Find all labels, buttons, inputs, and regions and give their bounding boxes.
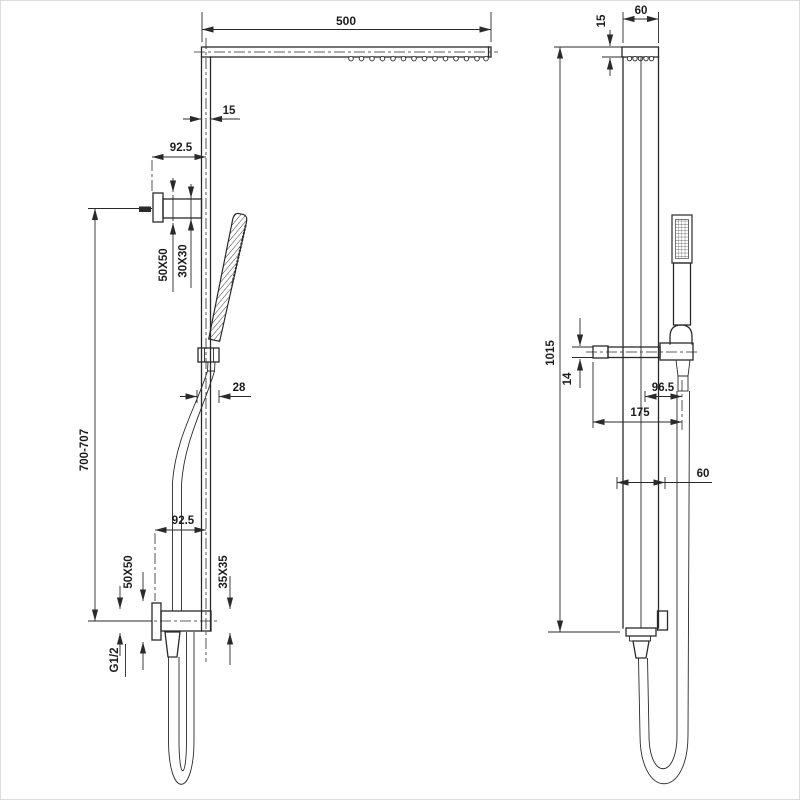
dim-arm-profile-top: 30X30 bbox=[178, 184, 195, 288]
side-view: 60 15 1015 14 bbox=[545, 5, 712, 785]
dim-arm-profile-bottom: 35X35 bbox=[218, 555, 234, 665]
dim-arm-length: 500 bbox=[201, 12, 492, 42]
dim-flange-bottom: 50X50 bbox=[123, 555, 147, 670]
side-spray-face bbox=[675, 219, 689, 259]
dim-total-height: 1015 bbox=[545, 46, 622, 633]
dim-offset-bottom: 92.5 bbox=[154, 515, 206, 601]
side-bracket bbox=[586, 342, 700, 361]
hand-shower bbox=[207, 212, 248, 343]
shower-hose-front bbox=[168, 370, 215, 785]
dim-flange-top: 50X50 bbox=[158, 178, 177, 292]
handle-connector bbox=[207, 361, 216, 372]
dim-holder-width: 28 bbox=[180, 382, 251, 403]
dim-rail-width: 15 bbox=[183, 105, 240, 125]
dim-label-offset-bottom: 92.5 bbox=[172, 515, 195, 527]
side-holder bbox=[659, 342, 694, 361]
shower-rail bbox=[200, 56, 212, 632]
dim-bracket-thickness: 14 bbox=[562, 318, 593, 388]
dim-label-thread: G1/2 bbox=[109, 648, 121, 673]
dim-label-bracket-depth: 175 bbox=[630, 407, 650, 419]
dim-label-hose-offset: 60 bbox=[697, 468, 710, 480]
dim-label-mount-height: 700-707 bbox=[79, 429, 91, 471]
top-wall-bracket bbox=[139, 192, 203, 223]
spray-nozzles bbox=[348, 55, 489, 62]
side-hand-shower bbox=[669, 214, 693, 392]
side-rail bbox=[622, 56, 669, 659]
dim-label-arm-length: 500 bbox=[336, 14, 356, 28]
dim-mount-height: 700-707 bbox=[79, 208, 152, 622]
dim-head-thickness: 15 bbox=[596, 14, 622, 76]
hose-connector-cone bbox=[164, 631, 181, 658]
dim-label-holder-width: 28 bbox=[233, 382, 246, 394]
dim-label-arm-profile-bottom: 35X35 bbox=[218, 555, 230, 589]
side-hose-cone bbox=[632, 640, 650, 659]
mounting-screw bbox=[139, 206, 151, 212]
dim-hose-offset: 60 bbox=[616, 468, 712, 489]
dim-bracket-depth: 175 bbox=[592, 362, 682, 428]
overhead-shower-arm bbox=[200, 46, 492, 58]
rail-bottom-cap bbox=[625, 627, 657, 637]
dim-label-rail-width: 15 bbox=[223, 105, 236, 117]
dim-label-flange-top: 50X50 bbox=[158, 248, 170, 281]
dim-offset-top: 92.5 bbox=[151, 142, 206, 192]
side-hose-clip bbox=[656, 610, 669, 631]
dim-label-head-thickness: 15 bbox=[596, 14, 608, 27]
side-head-profile bbox=[621, 46, 660, 62]
dim-hand-shower-offset: 96.5 bbox=[644, 380, 683, 430]
dim-label-flange-bottom: 50X50 bbox=[123, 555, 135, 588]
bottom-wall-bracket bbox=[100, 602, 218, 658]
dim-label-bracket-thickness: 14 bbox=[562, 372, 574, 385]
dim-head-depth: 60 bbox=[622, 5, 659, 43]
dim-label-arm-profile-top: 30X30 bbox=[178, 244, 190, 277]
dim-label-hand-shower-offset: 96.5 bbox=[652, 382, 675, 394]
dim-thread: G1/2 bbox=[109, 586, 126, 677]
front-view: 500 15 92.5 50X50 bbox=[79, 12, 498, 785]
shower-hose-side bbox=[638, 390, 690, 785]
dim-label-total-height: 1015 bbox=[545, 340, 557, 366]
dim-label-head-depth: 60 bbox=[635, 5, 648, 17]
dim-label-offset-top: 92.5 bbox=[170, 142, 193, 154]
hand-shower-serration bbox=[230, 224, 247, 286]
side-handle-dome bbox=[669, 324, 693, 345]
